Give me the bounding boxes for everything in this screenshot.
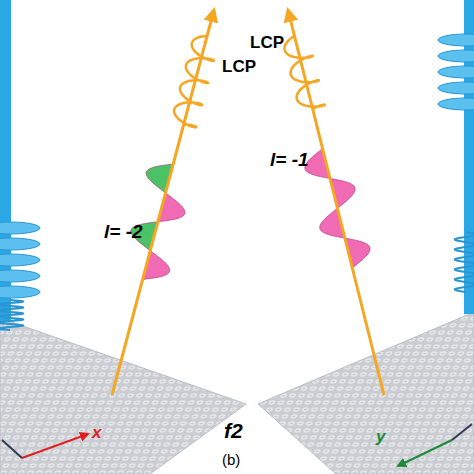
metasurface-plane [258, 312, 474, 474]
blue-helix [455, 232, 474, 292]
polarization-helix [284, 36, 325, 109]
axis-line [452, 424, 472, 440]
axis-line [2, 440, 22, 458]
wavefront-disc [0, 286, 40, 298]
wavefront-disc [0, 238, 40, 250]
polarization-helix [174, 36, 214, 127]
wavefront-disc [438, 50, 474, 62]
axis-label: x [92, 424, 101, 441]
wavefront-disc [438, 34, 474, 46]
blue-helix [0, 300, 23, 330]
topological-charge-label: l= -1 [270, 150, 309, 169]
wavefront-disc [0, 270, 40, 282]
beam-arrow [288, 10, 384, 395]
axis-label: y [376, 428, 385, 445]
y-axis-arrow [398, 440, 452, 466]
panel-label: (b) [222, 452, 240, 467]
polarization-label: LCP [222, 58, 256, 75]
wavefront-disc [438, 82, 474, 94]
frequency-label: f2 [224, 420, 243, 441]
topological-charge-label: l= -2 [104, 222, 143, 241]
wavefront-disc [0, 254, 40, 266]
beam-arrow [112, 10, 214, 395]
polarization-label: LCP [250, 34, 284, 51]
wavefront-disc [438, 66, 474, 78]
metasurface-plane [0, 318, 246, 474]
wavefront-disc [438, 98, 474, 110]
x-axis-arrow [22, 434, 88, 458]
wavefront-disc [0, 222, 40, 234]
